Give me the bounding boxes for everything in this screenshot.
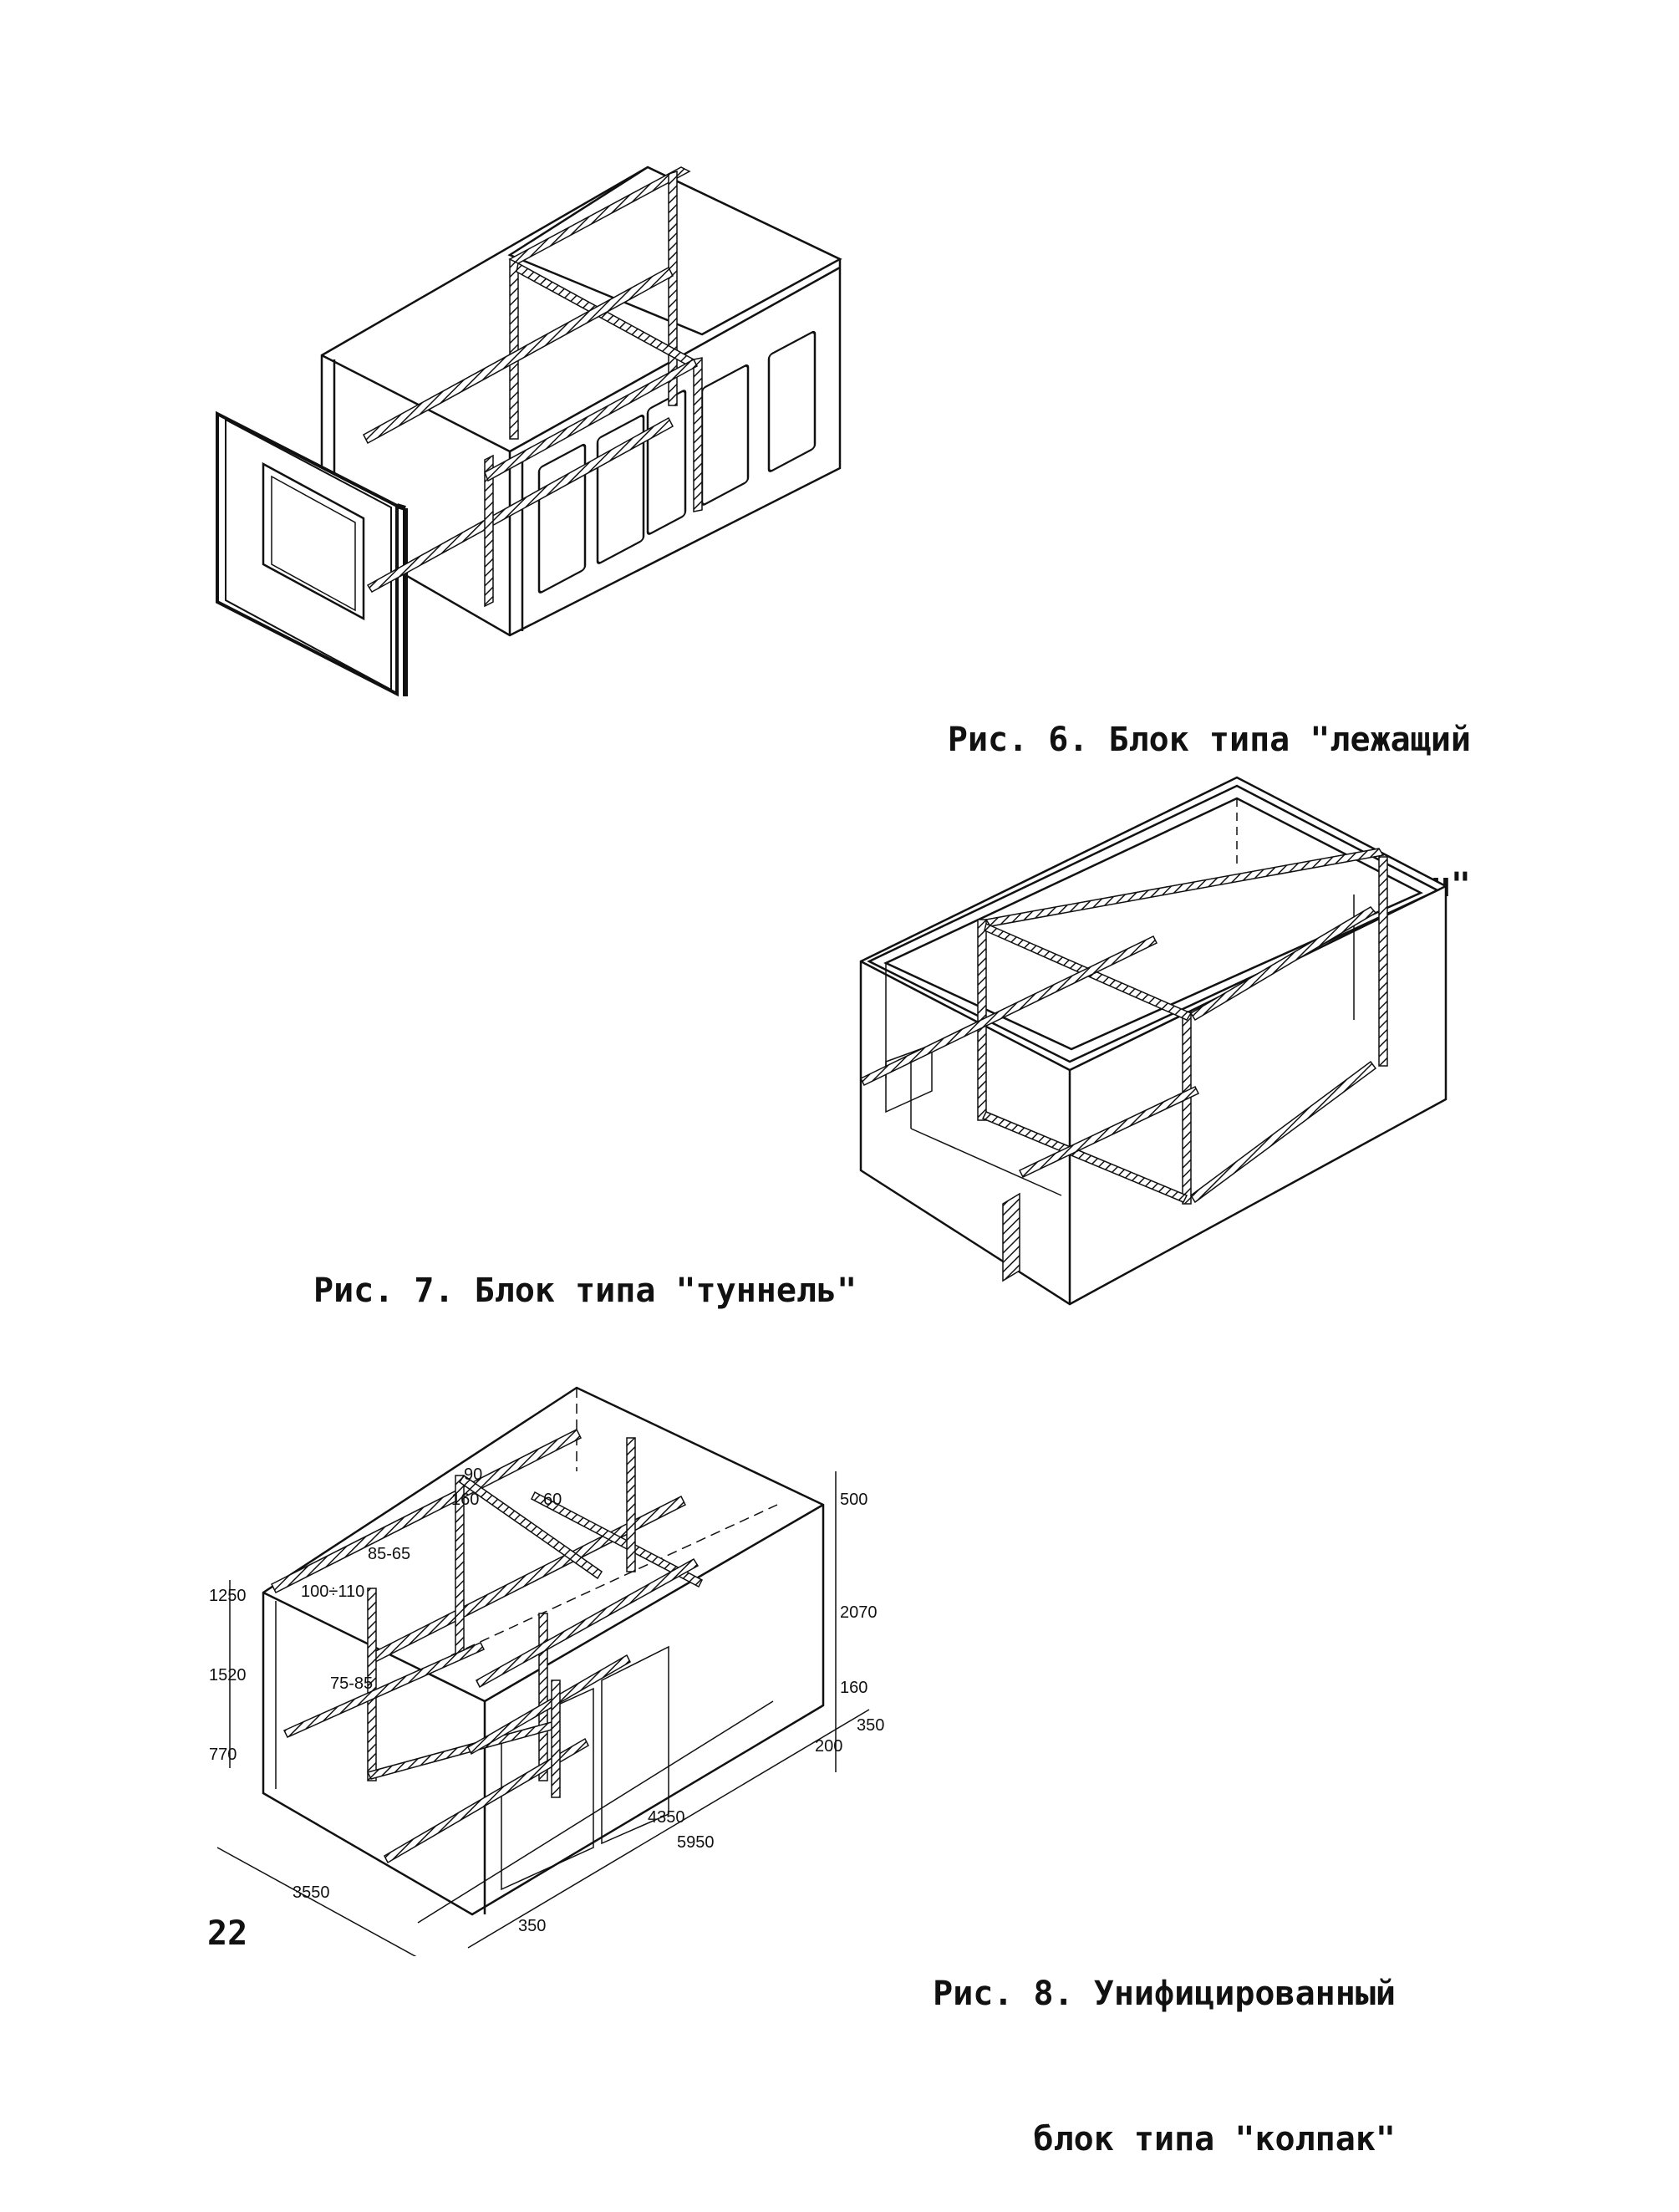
figure-8-caption-line2: блок типа "колпак"	[1033, 2120, 1396, 2158]
dim-label-200: 200	[815, 1737, 842, 1756]
dim-label-2070: 2070	[840, 1603, 878, 1622]
figure-7-caption: Рис. 7. Блок типа "туннель"	[313, 1272, 857, 1310]
figure-6-drawing	[201, 150, 886, 719]
dim-label-1520: 1520	[209, 1666, 247, 1684]
dim-label-770: 770	[209, 1746, 237, 1764]
dim-label-90: 90	[464, 1465, 482, 1484]
dim-label-4350: 4350	[648, 1808, 685, 1827]
dim-label-60: 60	[543, 1491, 562, 1509]
dim-label-160: 160	[451, 1491, 479, 1509]
dim-label-160-right: 160	[840, 1679, 867, 1697]
figure-8-caption: Рис. 8. Унифицированный блок типа "колпа…	[903, 1873, 1396, 2212]
dim-label-350-bottom: 350	[518, 1917, 546, 1935]
dim-label-350-right: 350	[857, 1716, 884, 1735]
figure-6-caption-line1: Рис. 6. Блок типа "лежащий	[947, 721, 1471, 759]
figure-6-caption: Рис. 6. Блок типа "лежащий стакан"	[928, 619, 1471, 958]
dim-label-3550: 3550	[293, 1883, 330, 1902]
dim-label-75-85: 75-85	[330, 1674, 373, 1693]
dim-label-5950: 5950	[677, 1833, 715, 1852]
dim-label-85-65: 85-65	[368, 1545, 410, 1563]
dim-label-1250: 1250	[209, 1587, 247, 1605]
page-number: 22	[207, 1914, 248, 1953]
figure-8-caption-line1: Рис. 8. Унифицированный	[933, 1975, 1396, 2013]
dim-label-100-110: 100÷110	[301, 1583, 364, 1601]
dim-label-500: 500	[840, 1491, 867, 1509]
figure-8-drawing: 90 160 60 85-65 100÷110 1250 1520 770 75…	[201, 1379, 919, 1956]
figure-7-drawing	[852, 769, 1454, 1312]
